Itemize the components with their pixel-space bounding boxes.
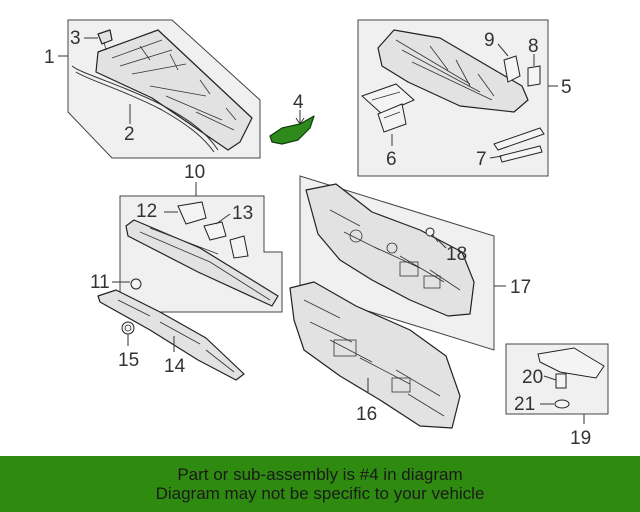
notice-line-2: Diagram may not be specific to your vehi… — [155, 484, 485, 503]
callout-20: 20 — [522, 367, 543, 388]
grommet-15 — [121, 321, 135, 335]
notice-line-1: Part or sub-assembly is #4 in diagram — [177, 465, 463, 484]
rail-7 — [493, 127, 545, 163]
bracket-12 — [177, 201, 207, 225]
parts-diagram: 1 3 2 4 6 7 9 — [44, 19, 609, 449]
callout-10: 10 — [184, 162, 205, 183]
bracket-9 — [503, 55, 521, 83]
callout-6: 6 — [386, 149, 397, 170]
cowl-lower-panel — [97, 289, 245, 381]
bracket-19 — [537, 347, 605, 379]
callout-2: 2 — [124, 124, 135, 145]
notice-banner: Part or sub-assembly is #4 in diagram Di… — [0, 456, 640, 512]
dash-panel — [305, 183, 475, 317]
callout-17: 17 — [510, 277, 531, 298]
bracket-6 — [361, 83, 415, 133]
clip-3 — [97, 29, 113, 51]
dash-insulator — [289, 281, 461, 429]
callout-4: 4 — [293, 92, 304, 113]
seal-strip — [71, 65, 219, 151]
small-parts-group: 20 21 19 — [505, 343, 609, 449]
callout-1: 1 — [44, 47, 55, 68]
bolt-20 — [555, 373, 567, 389]
callout-19: 19 — [570, 428, 591, 449]
callout-11: 11 — [90, 272, 110, 293]
lower-cowl-group: 11 15 14 — [90, 272, 245, 381]
callout-5: 5 — [561, 77, 572, 98]
callout-7: 7 — [476, 149, 487, 170]
cowl-assembly-group: 6 7 9 8 5 — [357, 19, 572, 177]
cowl-inner-group: 12 13 10 — [119, 162, 283, 313]
bracket-13 — [203, 221, 227, 241]
callout-15: 15 — [118, 350, 139, 371]
callout-18: 18 — [446, 244, 467, 265]
callout-12: 12 — [136, 201, 157, 222]
callout-8: 8 — [528, 36, 539, 57]
dash-panel-group: 18 17 — [299, 175, 531, 351]
callout-9: 9 — [484, 30, 495, 51]
bolt-18 — [425, 227, 439, 243]
dash-insulator-group: 16 — [289, 281, 461, 429]
clip-11 — [130, 278, 142, 290]
cowl-inner-panel — [125, 219, 279, 307]
callout-16: 16 — [356, 404, 377, 425]
callout-3: 3 — [70, 28, 81, 49]
callout-14: 14 — [164, 356, 186, 377]
bracket-4 — [269, 115, 315, 145]
bracket-8 — [527, 65, 541, 87]
callout-13: 13 — [232, 203, 253, 224]
cowl-panel-group: 1 3 2 — [44, 19, 261, 159]
highlighted-part-4: 4 — [269, 92, 315, 145]
callout-21: 21 — [514, 394, 535, 415]
clip-21 — [554, 399, 570, 409]
bracket-13b — [229, 235, 249, 259]
